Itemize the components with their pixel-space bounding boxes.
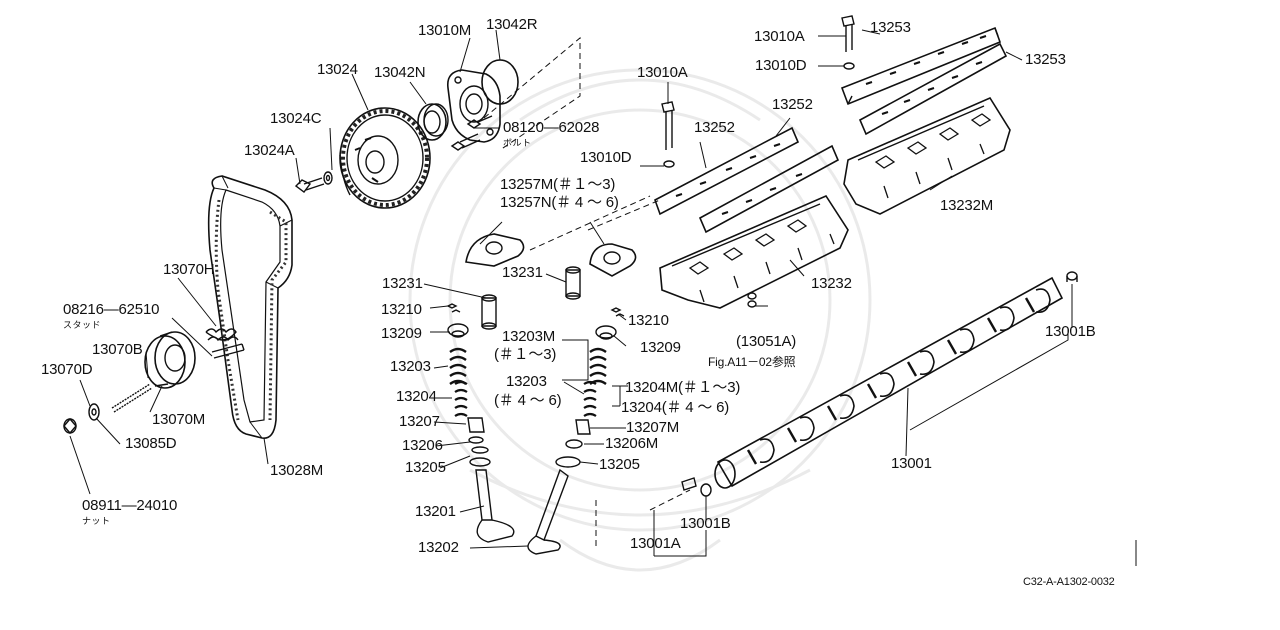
label-13001a: 13001A (630, 535, 681, 552)
timing-belt (207, 175, 293, 439)
label-13203-b: 13203 (506, 373, 547, 390)
label-13205-b: 13205 (599, 456, 640, 473)
label-13010m: 13010M (418, 22, 472, 39)
housing-bolts (450, 115, 493, 151)
label-13024: 13024 (317, 61, 358, 78)
label-13010a-top: 13010A (754, 28, 805, 45)
rocker-shaft-lower (858, 42, 1008, 136)
label-13024c: 13024C (270, 110, 322, 127)
label-13024a: 13024A (244, 142, 295, 159)
label-13001b-right: 13001B (1045, 323, 1096, 340)
label-13070d: 13070D (41, 361, 93, 378)
shaft-bolt-mid (661, 101, 675, 168)
valve-train-left (446, 303, 515, 543)
label-13203m-range: (＃１～3) (494, 346, 557, 363)
pulley-bolt (294, 171, 333, 193)
label-13010d-mid: 13010D (580, 149, 632, 166)
label-13206: 13206 (402, 437, 443, 454)
shaft-bolt-top (841, 15, 855, 70)
tensioner-bolt (63, 383, 153, 435)
seal-ring (747, 292, 757, 308)
label-13204-a: 13204 (396, 388, 437, 405)
label-13205-a: 13205 (405, 459, 446, 476)
label-13203-a: 13203 (390, 358, 431, 375)
label-nut-jp: ナット (82, 516, 111, 526)
watermark-emblem (408, 68, 872, 572)
lash-adjuster-b (565, 266, 581, 300)
rocker-arm-b (589, 243, 637, 277)
label-13204m: 13204M(＃１～3) (625, 379, 741, 396)
label-13070h: 13070H (163, 261, 215, 278)
label-13070m: 13070M (152, 411, 206, 428)
label-08911-24010: 08911—24010 (82, 497, 178, 514)
label-13209-b: 13209 (640, 339, 681, 356)
label-13231-a: 13231 (382, 275, 423, 292)
label-13252-b: 13252 (772, 96, 813, 113)
label-13210-b: 13210 (628, 312, 669, 329)
tensioner-spring (205, 328, 239, 342)
label-13257m: 13257M(＃１～3) (500, 176, 616, 193)
leader-lines (69, 29, 1137, 566)
figure-code: C32-A-A1302-0032 (1023, 576, 1115, 588)
label-13010a-mid: 13010A (637, 64, 688, 81)
valve-train-right (527, 307, 625, 555)
label-13232: 13232 (811, 275, 852, 292)
label-13001b-bottom: 13001B (680, 515, 731, 532)
label-13204-range: (＃ 4 ～ 6) (494, 392, 562, 409)
camshaft (714, 276, 1064, 489)
label-13210-a: 13210 (381, 301, 422, 318)
label-13204: 13204(＃ 4 ～ 6) (621, 399, 730, 416)
label-13203m: 13203M (502, 328, 556, 345)
label-08216-62510: 08216—62510 (63, 301, 160, 318)
label-13051a: (13051A) (736, 333, 797, 350)
label-13042n: 13042N (374, 64, 426, 81)
label-13231-b: 13231 (502, 264, 543, 281)
label-13001: 13001 (891, 455, 932, 472)
label-13209-a: 13209 (381, 325, 422, 342)
rocker-shaft-mid-a (654, 126, 800, 216)
stud (211, 343, 245, 359)
label-13207m: 13207M (626, 419, 680, 436)
tensioner-pulley (144, 331, 196, 389)
label-bolt-jp: ボルト (503, 138, 532, 148)
lash-adjuster-a (481, 294, 497, 330)
rocker-housing-lower (659, 194, 849, 309)
label-fig-reference: Fig.A11－02参照 (708, 355, 796, 369)
label-13202: 13202 (418, 539, 459, 556)
label-13253-b: 13253 (1025, 51, 1066, 68)
label-13206m: 13206M (605, 435, 659, 452)
oil-seal (417, 103, 449, 141)
label-13028m: 13028M (270, 462, 324, 479)
label-13232m: 13232M (940, 197, 994, 214)
label-13042r: 13042R (486, 16, 538, 33)
rocker-shaft-upper (840, 26, 1002, 106)
label-13201: 13201 (415, 503, 456, 520)
cam-pulley (339, 107, 431, 209)
label-13070b: 13070B (92, 341, 143, 358)
label-13252-a: 13252 (694, 119, 735, 136)
label-13257n: 13257N(＃ 4 ～ 6) (500, 194, 619, 211)
label-13253-a: 13253 (870, 19, 911, 36)
label-stud-jp: スタッド (63, 320, 102, 330)
label-13010d-top: 13010D (755, 57, 807, 74)
cam-housing (446, 69, 501, 143)
label-13207-a: 13207 (399, 413, 440, 430)
rocker-arm-a (465, 233, 525, 267)
label-08120-62028: 08120—62028 (503, 119, 600, 136)
label-13085d: 13085D (125, 435, 177, 452)
rocker-shaft-mid-b (698, 144, 840, 234)
cam-plug (1066, 271, 1078, 282)
